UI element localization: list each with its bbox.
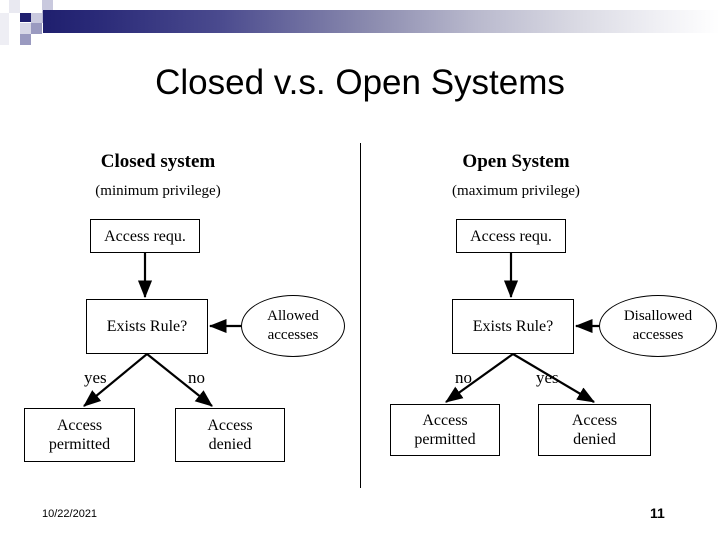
open-disallowed-accesses-ellipse: Disallowed accesses — [599, 295, 717, 357]
column-divider — [360, 143, 361, 488]
column-subheading-closed: (minimum privilege) — [95, 183, 221, 199]
square-mid-4 — [31, 23, 42, 34]
closed-access-permitted-box: Access permitted — [24, 408, 135, 462]
closed-allowed-accesses-ellipse: Allowed accesses — [241, 295, 345, 357]
column-heading-open: Open System — [462, 151, 570, 172]
square-pale-1 — [9, 0, 20, 13]
node-label: Exists Rule? — [106, 318, 188, 335]
node-text-line-2: denied — [208, 436, 252, 453]
square-dark-small — [20, 13, 31, 22]
node-label: Access requ. — [104, 227, 186, 245]
open-exists-rule-box: Exists Rule? — [452, 299, 574, 354]
square-mid-6 — [20, 34, 31, 45]
node-text-line-2: accesses — [267, 327, 319, 343]
node-label: Access requ. — [470, 227, 552, 245]
square-mid-5 — [20, 23, 31, 34]
footer-date: 10/22/2021 — [42, 508, 98, 520]
column-heading-closed: Closed system — [100, 151, 216, 172]
square-mid-2 — [31, 13, 42, 23]
node-label: Exists Rule? — [472, 318, 554, 335]
closed-access-request-box: Access requ. — [90, 219, 200, 253]
open-access-permitted-box: Access permitted — [390, 404, 500, 456]
node-text-line-1: Access — [207, 417, 253, 434]
open-access-denied-box: Access denied — [538, 404, 651, 456]
closed-exists-rule-box: Exists Rule? — [86, 299, 208, 354]
node-text-line-2: permitted — [48, 436, 111, 453]
square-fade-left — [0, 13, 9, 45]
open-edge-label-yes: yes — [536, 368, 559, 387]
closed-access-denied-box: Access denied — [175, 408, 285, 462]
page-title: Closed v.s. Open Systems — [155, 63, 565, 102]
square-pale-2 — [31, 0, 42, 13]
node-text-line-2: accesses — [632, 327, 684, 343]
header-decoration — [0, 0, 720, 46]
column-subheading-open: (maximum privilege) — [452, 183, 580, 199]
node-text-line-2: permitted — [414, 431, 476, 448]
open-access-request-box: Access requ. — [456, 219, 566, 253]
header-gradient-bar — [43, 10, 720, 33]
open-edge-label-no: no — [455, 368, 472, 387]
footer-page-number: 11 — [650, 505, 665, 521]
node-text-line-2: denied — [573, 431, 616, 448]
node-text-line-1: Access — [571, 412, 618, 429]
node-text-line-1: Allowed — [267, 308, 319, 324]
square-mid-1 — [42, 0, 53, 11]
node-text-line-1: Disallowed — [623, 308, 693, 324]
node-text-line-1: Access — [422, 412, 468, 429]
closed-edge-label-yes: yes — [84, 368, 107, 387]
node-text-line-1: Access — [56, 417, 103, 434]
closed-edge-label-no: no — [188, 368, 205, 387]
